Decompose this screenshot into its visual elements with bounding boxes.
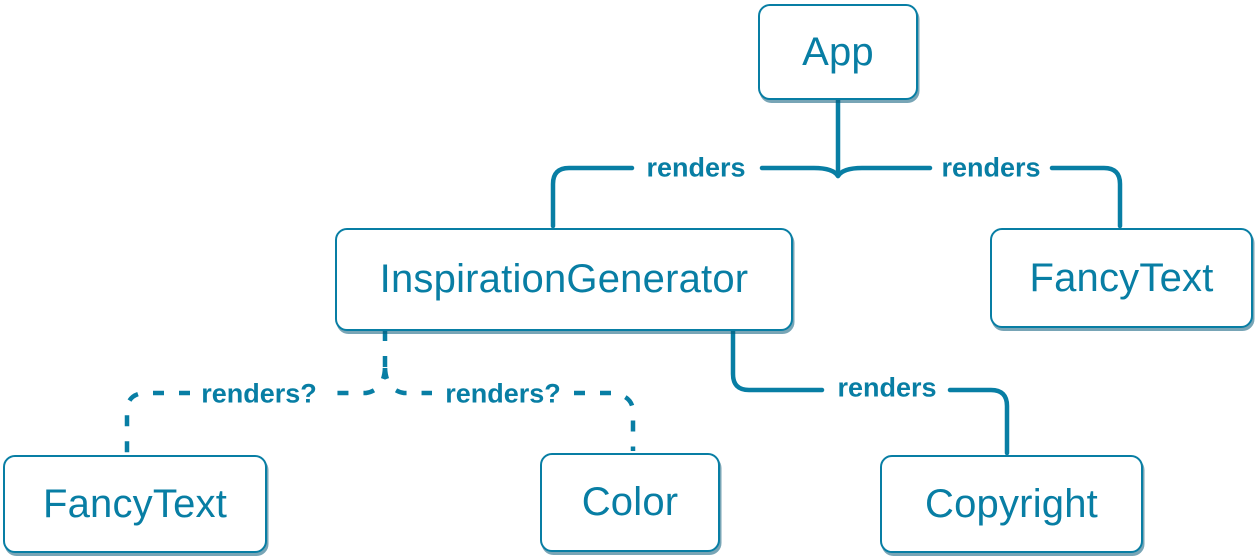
edge-label-app-fancytext: renders	[941, 152, 1041, 183]
edge-inspirationgenerator-to-copyright-seg2	[947, 387, 1010, 456]
node-inspiration-generator: InspirationGenerator	[335, 228, 793, 331]
edge-app-to-inspirationgenerator-right-seg	[759, 165, 841, 179]
node-color: Color	[540, 453, 720, 552]
edge-inspirationgenerator-to-fancytext-seg2	[124, 390, 190, 453]
edge-inspirationgenerator-to-fancytext-seg1	[328, 367, 388, 396]
edge-app-to-inspirationgenerator-drop	[550, 165, 635, 229]
edge-label-inspirationgenerator-color: renders?	[445, 378, 561, 409]
node-fancy-text-bottom: FancyText	[3, 455, 267, 553]
edge-inspirationgenerator-to-color-seg2	[574, 390, 636, 451]
edge-app-to-fancytext-left-seg	[835, 165, 933, 179]
edge-label-inspirationgenerator-fancytext: renders?	[201, 378, 317, 409]
node-copyright: Copyright	[880, 455, 1143, 553]
edge-inspirationgenerator-to-copyright-seg1	[730, 327, 825, 393]
node-fancy-text-top: FancyText	[990, 228, 1253, 328]
edge-label-inspirationgenerator-copyright: renders	[837, 372, 937, 403]
edge-label-app-inspirationgenerator: renders	[646, 152, 746, 183]
edge-inspirationgenerator-to-color-seg1	[382, 367, 432, 396]
edge-app-to-fancytext-drop	[1049, 165, 1123, 229]
node-app: App	[758, 4, 918, 100]
